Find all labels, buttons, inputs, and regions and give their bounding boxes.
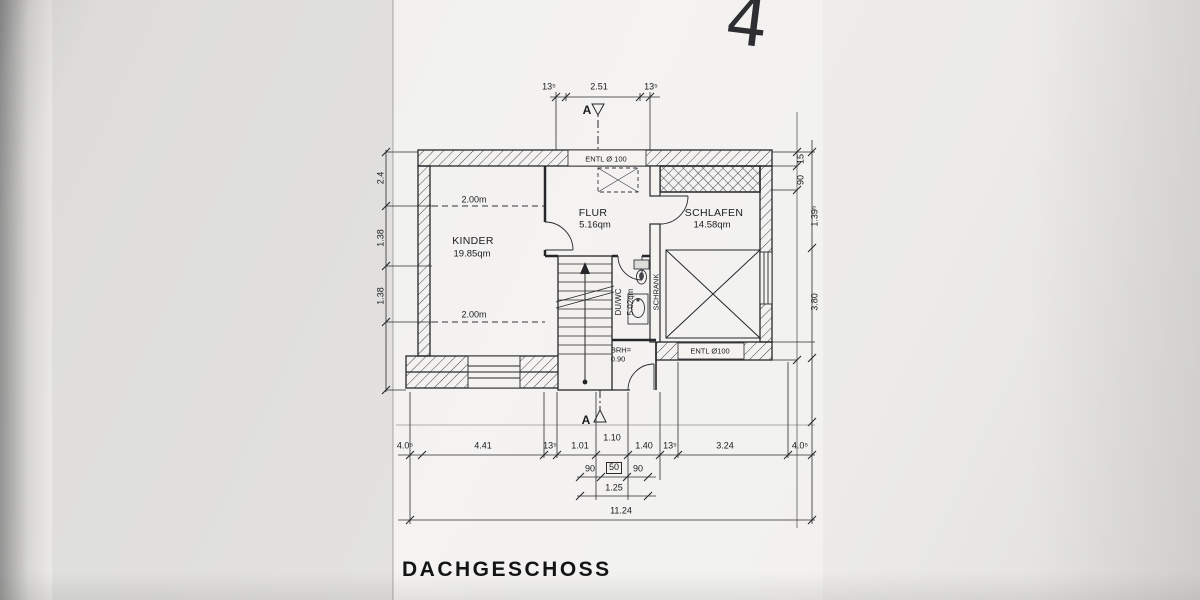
dim-sub-1: 50 <box>605 462 623 474</box>
room-area-schlafen: 14.58qm <box>693 219 731 231</box>
dim-bottom-7: 3.24 <box>716 440 734 451</box>
page-title: DACHGESCHOSS <box>402 558 612 581</box>
room-label-schlafen: SCHLAFEN <box>684 206 744 219</box>
parapet-value: 0.90 <box>610 354 626 364</box>
dim-left-2: 1.38 <box>375 287 386 305</box>
dim-bottom-6: 13⁵ <box>663 440 677 451</box>
headroom-dashed-lines <box>432 205 545 323</box>
headroom-label-top: 2.00m <box>461 194 487 205</box>
dim-bottom-1: 4.41 <box>474 440 492 451</box>
room-area-duwc: 5.02qm <box>626 288 635 316</box>
room-label-duwc: DU/WC <box>614 288 623 316</box>
shower-fixture <box>627 293 649 325</box>
headroom-label-bottom: 2.00m <box>461 309 487 320</box>
vent-duct <box>597 167 639 193</box>
dim-bottom-4: 1.10 <box>603 432 621 443</box>
dim-sub-2: 90 <box>632 463 644 474</box>
vent-label-top: ENTL Ø 100 <box>585 154 627 164</box>
staircase <box>555 255 615 391</box>
room-label-schrank: SCHRANK <box>651 273 661 311</box>
dim-top-0: 13⁵ <box>542 81 556 92</box>
dim-bottom-0: 4.0⁵ <box>396 440 414 451</box>
dim-top-2: 13⁵ <box>644 81 658 92</box>
dim-right-3: 3.80 <box>809 293 820 311</box>
room-label-kinder: KINDER <box>452 234 494 247</box>
dim-right-0: 15 <box>795 153 806 165</box>
dim-bottom-8: 4.0⁵ <box>791 440 809 451</box>
interior-walls <box>543 165 661 391</box>
dim-overall: 11.24 <box>610 505 632 516</box>
dim-top-1: 2.51 <box>590 81 608 92</box>
section-letter-bottom: A <box>581 413 591 427</box>
dim-bottom-3: 1.01 <box>571 440 589 451</box>
room-label-flur: FLUR <box>578 206 608 219</box>
parapet-label: BRH= <box>610 345 632 355</box>
dim-right-2: 1.39⁵ <box>809 205 820 227</box>
section-mark-top <box>591 103 605 150</box>
section-letter-top: A <box>582 103 592 117</box>
room-area-kinder: 19.85qm <box>453 248 491 260</box>
dim-left-1: 1.38 <box>375 229 386 247</box>
dim-left-0: 2.4 <box>375 171 386 185</box>
section-mark-bottom <box>593 390 607 423</box>
cross-brace <box>665 249 761 339</box>
dim-bottom-2: 13⁵ <box>543 440 557 451</box>
room-area-flur: 5.16qm <box>579 219 611 231</box>
dim-bottom-5: 1.40 <box>635 440 653 451</box>
dim-sub-0: 90 <box>584 463 596 474</box>
window-symbols <box>467 149 773 389</box>
dim-right-1: 90 <box>795 174 806 186</box>
wc-fixture <box>633 259 650 285</box>
vent-label-right: ENTL Ø100 <box>690 346 730 356</box>
dim-sub-total: 1.25 <box>605 482 623 493</box>
dimension-lines <box>381 92 817 528</box>
